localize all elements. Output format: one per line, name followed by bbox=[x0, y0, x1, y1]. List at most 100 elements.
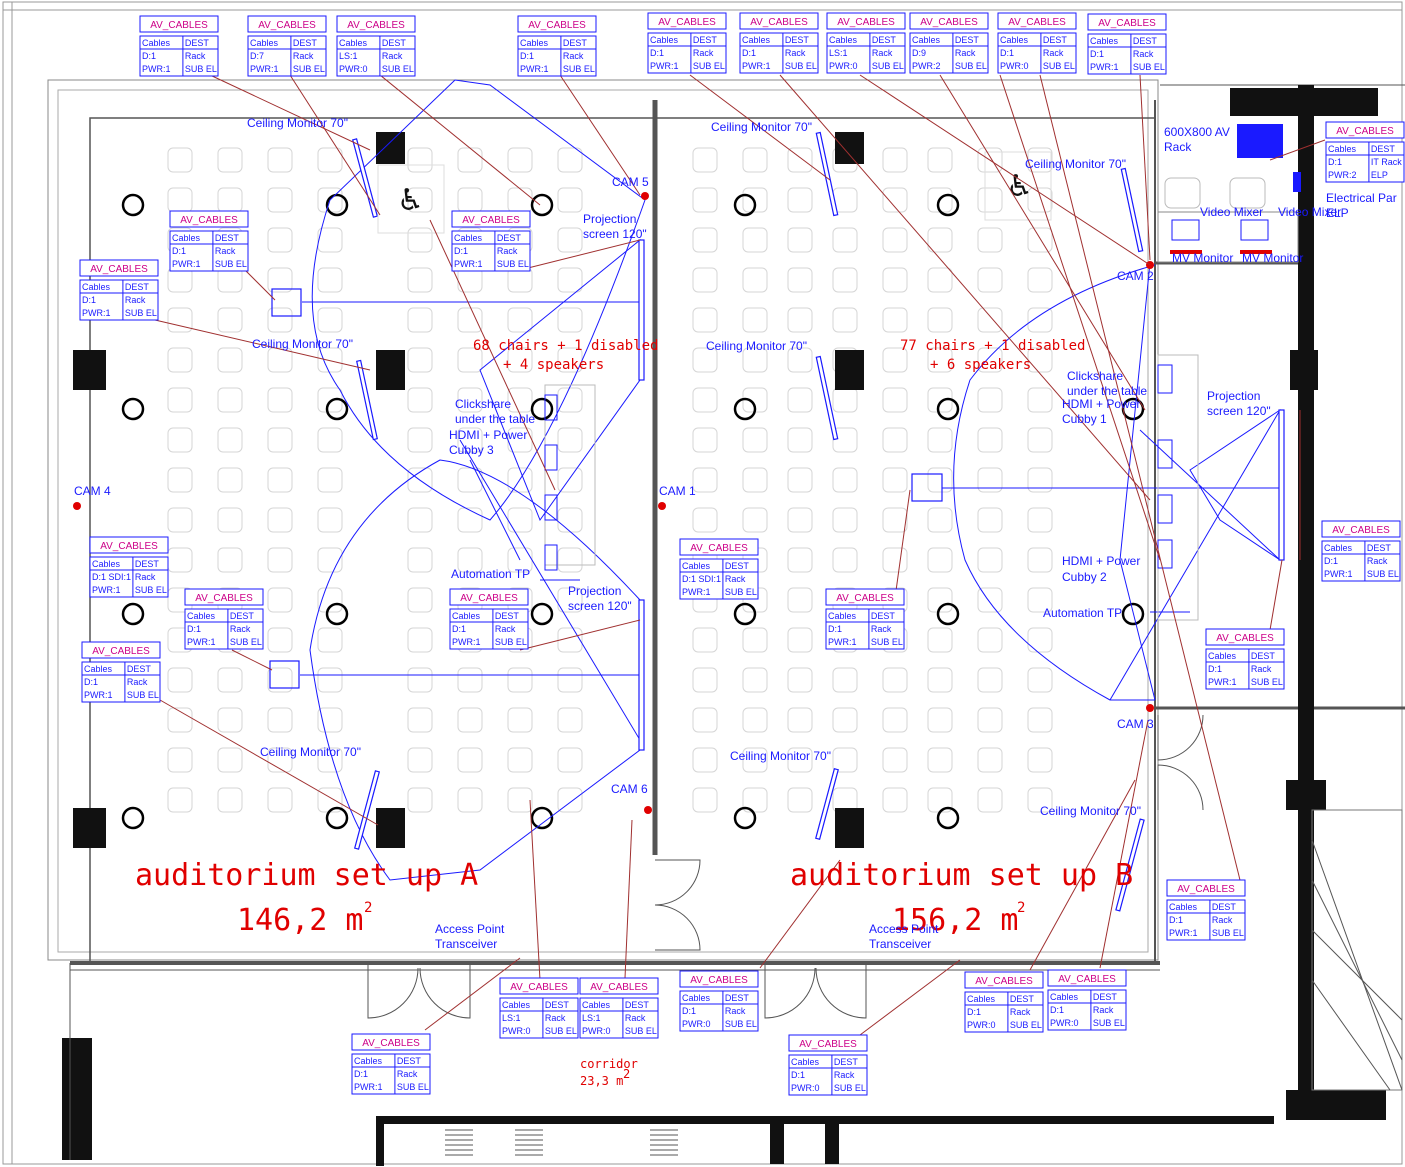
av-cable-title: AV_CABLES bbox=[460, 593, 518, 604]
av-cable-cell: Rack bbox=[1043, 48, 1064, 58]
av-cable-cell: Rack bbox=[725, 1006, 746, 1016]
av-cable-cell: D:1 SDI:1 bbox=[92, 572, 131, 582]
av-cable-title: AV_CABLES bbox=[150, 20, 208, 31]
rack-label: Rack bbox=[1164, 140, 1192, 154]
av-cable-cell: Rack bbox=[872, 48, 893, 58]
speaker-circle bbox=[121, 806, 145, 830]
chair bbox=[267, 507, 293, 533]
chair bbox=[1027, 307, 1053, 333]
chair bbox=[217, 667, 243, 693]
av-cable-cell: PWR:1 bbox=[1090, 62, 1119, 72]
columns bbox=[73, 132, 1318, 848]
av-cable-cell: PWR:2 bbox=[1328, 170, 1357, 180]
chair bbox=[787, 787, 813, 813]
chair bbox=[557, 467, 583, 493]
chair bbox=[317, 627, 343, 653]
vents bbox=[445, 1129, 678, 1156]
chair bbox=[267, 267, 293, 293]
av-cable-cell: D:1 bbox=[172, 246, 186, 256]
chair bbox=[457, 707, 483, 733]
av-cable-cell: D:1 bbox=[454, 246, 468, 256]
chair bbox=[407, 227, 433, 253]
chair bbox=[882, 427, 908, 453]
chair bbox=[692, 747, 718, 773]
chair bbox=[267, 427, 293, 453]
av-cable-header: Cables bbox=[187, 611, 216, 621]
chair bbox=[167, 667, 193, 693]
chair bbox=[692, 267, 718, 293]
chair bbox=[217, 427, 243, 453]
av-cable-title: AV_CABLES bbox=[799, 1039, 857, 1050]
monitor-label: Ceiling Monitor 70" bbox=[260, 745, 361, 759]
chair bbox=[692, 707, 718, 733]
av-cable-cell: Rack bbox=[725, 574, 746, 584]
chair bbox=[742, 507, 768, 533]
av-cable-cell: PWR:0 bbox=[502, 1026, 531, 1036]
equipment-lines bbox=[300, 301, 1282, 676]
projection-screens bbox=[638, 239, 1285, 751]
chair bbox=[977, 307, 1003, 333]
av-cable-cell: Rack bbox=[293, 51, 314, 61]
chair bbox=[217, 147, 243, 173]
mv-monitor-label: MV Monitor bbox=[1172, 251, 1233, 265]
av-cable-header: Cables bbox=[582, 1000, 611, 1010]
chair bbox=[927, 467, 953, 493]
av-cable-header: DEST bbox=[495, 611, 520, 621]
av-cable-cell: Rack bbox=[1133, 49, 1154, 59]
chair bbox=[692, 427, 718, 453]
chair bbox=[407, 747, 433, 773]
chair bbox=[927, 267, 953, 293]
room-b-capacity: 77 chairs + 1 disabled bbox=[900, 338, 1085, 354]
chair bbox=[787, 667, 813, 693]
speaker-circle bbox=[325, 806, 349, 830]
chair bbox=[557, 187, 583, 213]
av-cable-cell: PWR:0 bbox=[1050, 1018, 1079, 1028]
clickshare-label: HDMI + Power bbox=[1062, 397, 1140, 411]
av-cable-cell: SUB EL bbox=[693, 61, 725, 71]
chair bbox=[557, 787, 583, 813]
room-b-name: auditorium set up B bbox=[790, 858, 1133, 893]
av-cable-cell: Rack bbox=[563, 51, 584, 61]
av-cable-cell: PWR:1 bbox=[650, 61, 679, 71]
chair bbox=[1027, 267, 1053, 293]
chair bbox=[977, 347, 1003, 373]
av-cable-cell: D:1 bbox=[84, 677, 98, 687]
chair bbox=[832, 467, 858, 493]
av-cable-header: Cables bbox=[791, 1057, 820, 1067]
av-cable-title: AV_CABLES bbox=[1098, 18, 1156, 29]
chair bbox=[317, 307, 343, 333]
chair bbox=[167, 507, 193, 533]
chair bbox=[927, 747, 953, 773]
av-cable-header: DEST bbox=[1212, 902, 1237, 912]
automation-label: Automation TP bbox=[451, 567, 530, 581]
av-cable-header: Cables bbox=[912, 35, 941, 45]
chair bbox=[167, 747, 193, 773]
chair bbox=[787, 187, 813, 213]
chair bbox=[217, 467, 243, 493]
av-cable-cell: Rack bbox=[230, 624, 251, 634]
monitor-label: Ceiling Monitor 70" bbox=[711, 120, 812, 134]
chair bbox=[977, 427, 1003, 453]
chair bbox=[1027, 547, 1053, 573]
chair bbox=[217, 267, 243, 293]
av-cable-header: DEST bbox=[1043, 35, 1068, 45]
chair bbox=[977, 467, 1003, 493]
chair bbox=[507, 707, 533, 733]
chair bbox=[167, 387, 193, 413]
chair bbox=[927, 587, 953, 613]
av-cable-header: DEST bbox=[1371, 144, 1396, 154]
av-cable-title: AV_CABLES bbox=[1216, 633, 1274, 644]
av-cable-cell: PWR:0 bbox=[1000, 61, 1029, 71]
chair bbox=[407, 187, 433, 213]
corridor-area-sup: 2 bbox=[623, 1067, 630, 1081]
chair bbox=[457, 787, 483, 813]
chair bbox=[167, 147, 193, 173]
chair bbox=[557, 267, 583, 293]
av-cable-cell: PWR:1 bbox=[82, 308, 111, 318]
